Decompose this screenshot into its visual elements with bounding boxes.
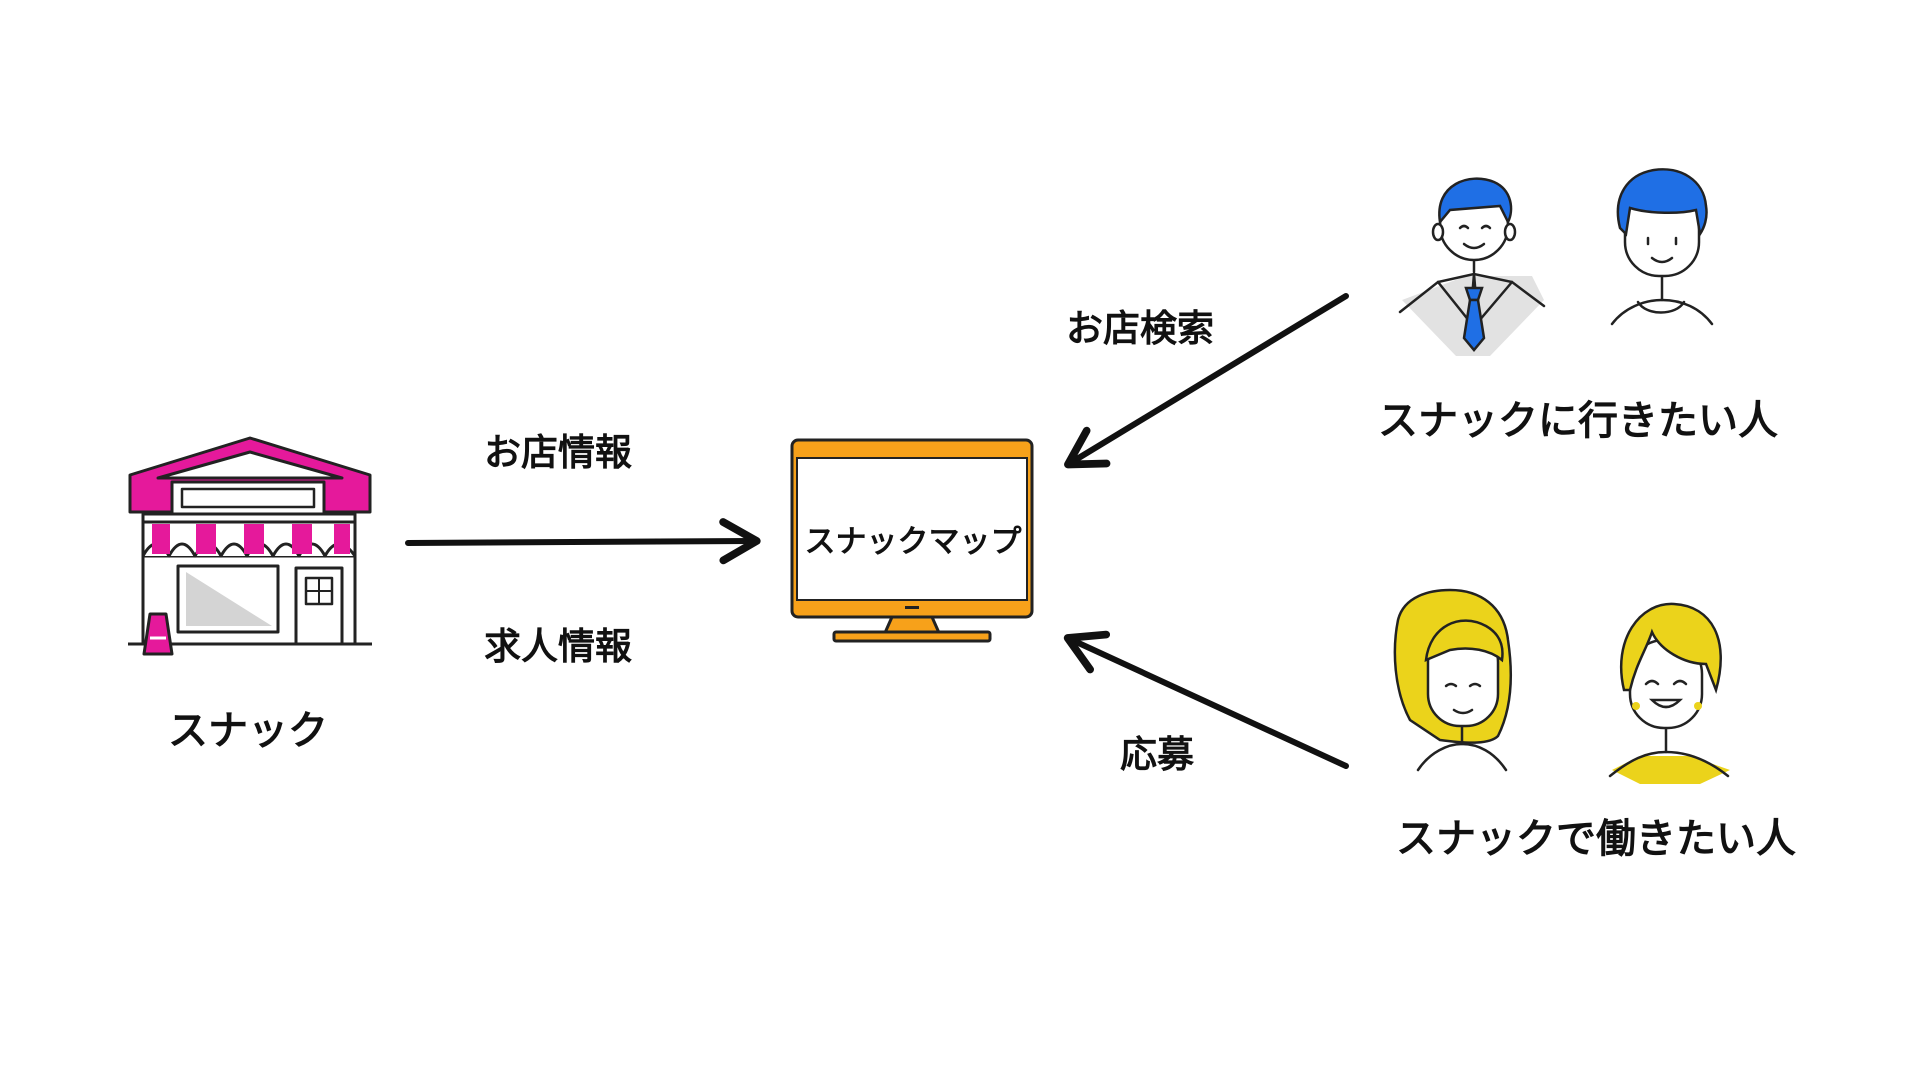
short-hair-woman-icon bbox=[1608, 602, 1730, 784]
workers-label: スナックで働きたい人 bbox=[1396, 816, 1796, 862]
edge-label-shop-info: お店情報 bbox=[484, 431, 632, 474]
businessman-icon bbox=[1398, 177, 1546, 356]
young-man-icon bbox=[1610, 168, 1714, 326]
platform-label: スナックマップ bbox=[804, 524, 1022, 560]
arrow-shop-to-platform bbox=[405, 518, 761, 565]
arrow-workers-to-platform bbox=[1063, 630, 1349, 769]
storefront-icon bbox=[128, 436, 372, 656]
long-hair-woman-icon bbox=[1393, 588, 1513, 772]
arrow-customers-to-platform bbox=[1064, 293, 1349, 469]
edge-label-job-info: 求人情報 bbox=[484, 625, 632, 668]
edge-label-apply: 応募 bbox=[1120, 733, 1194, 776]
customers-label: スナックに行きたい人 bbox=[1378, 398, 1778, 444]
shop-label: スナック bbox=[168, 708, 328, 754]
edge-label-shop-search: お店検索 bbox=[1066, 307, 1214, 350]
monitor-icon bbox=[790, 438, 1034, 643]
